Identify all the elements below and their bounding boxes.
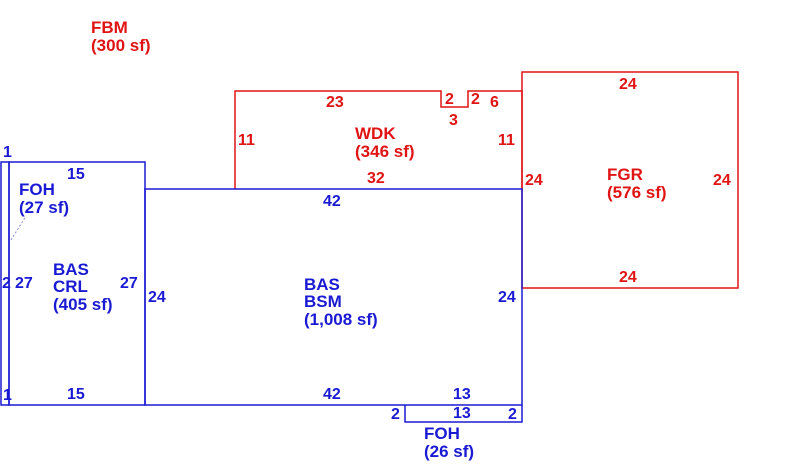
foh-bottom-size: (26 sf) bbox=[424, 442, 474, 461]
foh-top-label: FOH (27 sf) bbox=[19, 180, 69, 217]
dim-wdk-step-b: 2 bbox=[471, 91, 480, 108]
dim-foh-bottom-right: 2 bbox=[508, 406, 517, 423]
dim-wdk-top: 23 bbox=[326, 94, 344, 111]
dim-bsm-bottom-right: 13 bbox=[453, 386, 471, 403]
bas-crl-code2: CRL bbox=[53, 277, 88, 296]
wdk-outline bbox=[234, 90, 523, 189]
bas-crl-size: (405 sf) bbox=[53, 295, 113, 314]
dim-bsm-right: 24 bbox=[498, 289, 516, 306]
dim-wdk-bottom: 32 bbox=[367, 170, 385, 187]
dim-bsm-left: 24 bbox=[148, 289, 166, 306]
wdk-code: WDK bbox=[355, 124, 396, 143]
dim-wdk-step-depth: 3 bbox=[449, 112, 458, 129]
dim-crl-right: 27 bbox=[120, 275, 138, 292]
dim-foh-bottom-left: 2 bbox=[391, 406, 400, 423]
dim-foh-left-bottom: 1 bbox=[3, 387, 12, 404]
dim-wdk-right: 11 bbox=[498, 132, 515, 149]
dim-foh-bottom-top: 13 bbox=[453, 405, 471, 422]
foh-left-strip-outline bbox=[0, 161, 10, 406]
dim-foh-left-side-b: 27 bbox=[15, 275, 33, 292]
fgr-label: FGR (576 sf) bbox=[607, 165, 667, 202]
foh-bottom-label: FOH (26 sf) bbox=[424, 424, 474, 461]
fbm-code: FBM bbox=[91, 18, 128, 37]
dim-foh-left-top: 1 bbox=[3, 144, 12, 161]
dim-bsm-top: 42 bbox=[323, 193, 341, 210]
bas-bsm-label: BAS BSM (1,008 sf) bbox=[304, 275, 378, 329]
bas-crl-code1: BAS bbox=[53, 260, 89, 279]
dim-fgr-right: 24 bbox=[713, 172, 731, 189]
dim-foh-left-side-a: 2 bbox=[2, 275, 11, 292]
wdk-label: WDK (346 sf) bbox=[355, 124, 415, 161]
bas-bsm-size: (1,008 sf) bbox=[304, 310, 378, 329]
dim-crl-bottom: 15 bbox=[67, 386, 85, 403]
foh-bottom-code: FOH bbox=[424, 424, 460, 443]
dim-fgr-left: 24 bbox=[525, 172, 543, 189]
bas-bsm-code1: BAS bbox=[304, 275, 340, 294]
wdk-size: (346 sf) bbox=[355, 142, 415, 161]
dim-wdk-top-right: 6 bbox=[490, 94, 499, 111]
fgr-code: FGR bbox=[607, 165, 643, 184]
dim-wdk-left: 11 bbox=[238, 132, 255, 149]
fgr-size: (576 sf) bbox=[607, 183, 667, 202]
fbm-label: FBM (300 sf) bbox=[91, 18, 151, 55]
foh-leader-line bbox=[10, 215, 27, 241]
fbm-size: (300 sf) bbox=[91, 36, 151, 55]
bas-bsm-code2: BSM bbox=[304, 292, 342, 311]
dim-bsm-bottom: 42 bbox=[323, 386, 341, 403]
foh-top-size: (27 sf) bbox=[19, 198, 69, 217]
bas-crl-label: BAS CRL (405 sf) bbox=[53, 260, 113, 314]
foh-top-code: FOH bbox=[19, 180, 55, 199]
dim-fgr-top: 24 bbox=[619, 76, 637, 93]
dim-fgr-bottom: 24 bbox=[619, 269, 637, 286]
fgr-outline bbox=[521, 71, 739, 289]
dim-crl-top: 15 bbox=[67, 166, 85, 183]
dim-wdk-step-a: 2 bbox=[445, 91, 454, 108]
foh-bottom-outline bbox=[404, 405, 523, 423]
